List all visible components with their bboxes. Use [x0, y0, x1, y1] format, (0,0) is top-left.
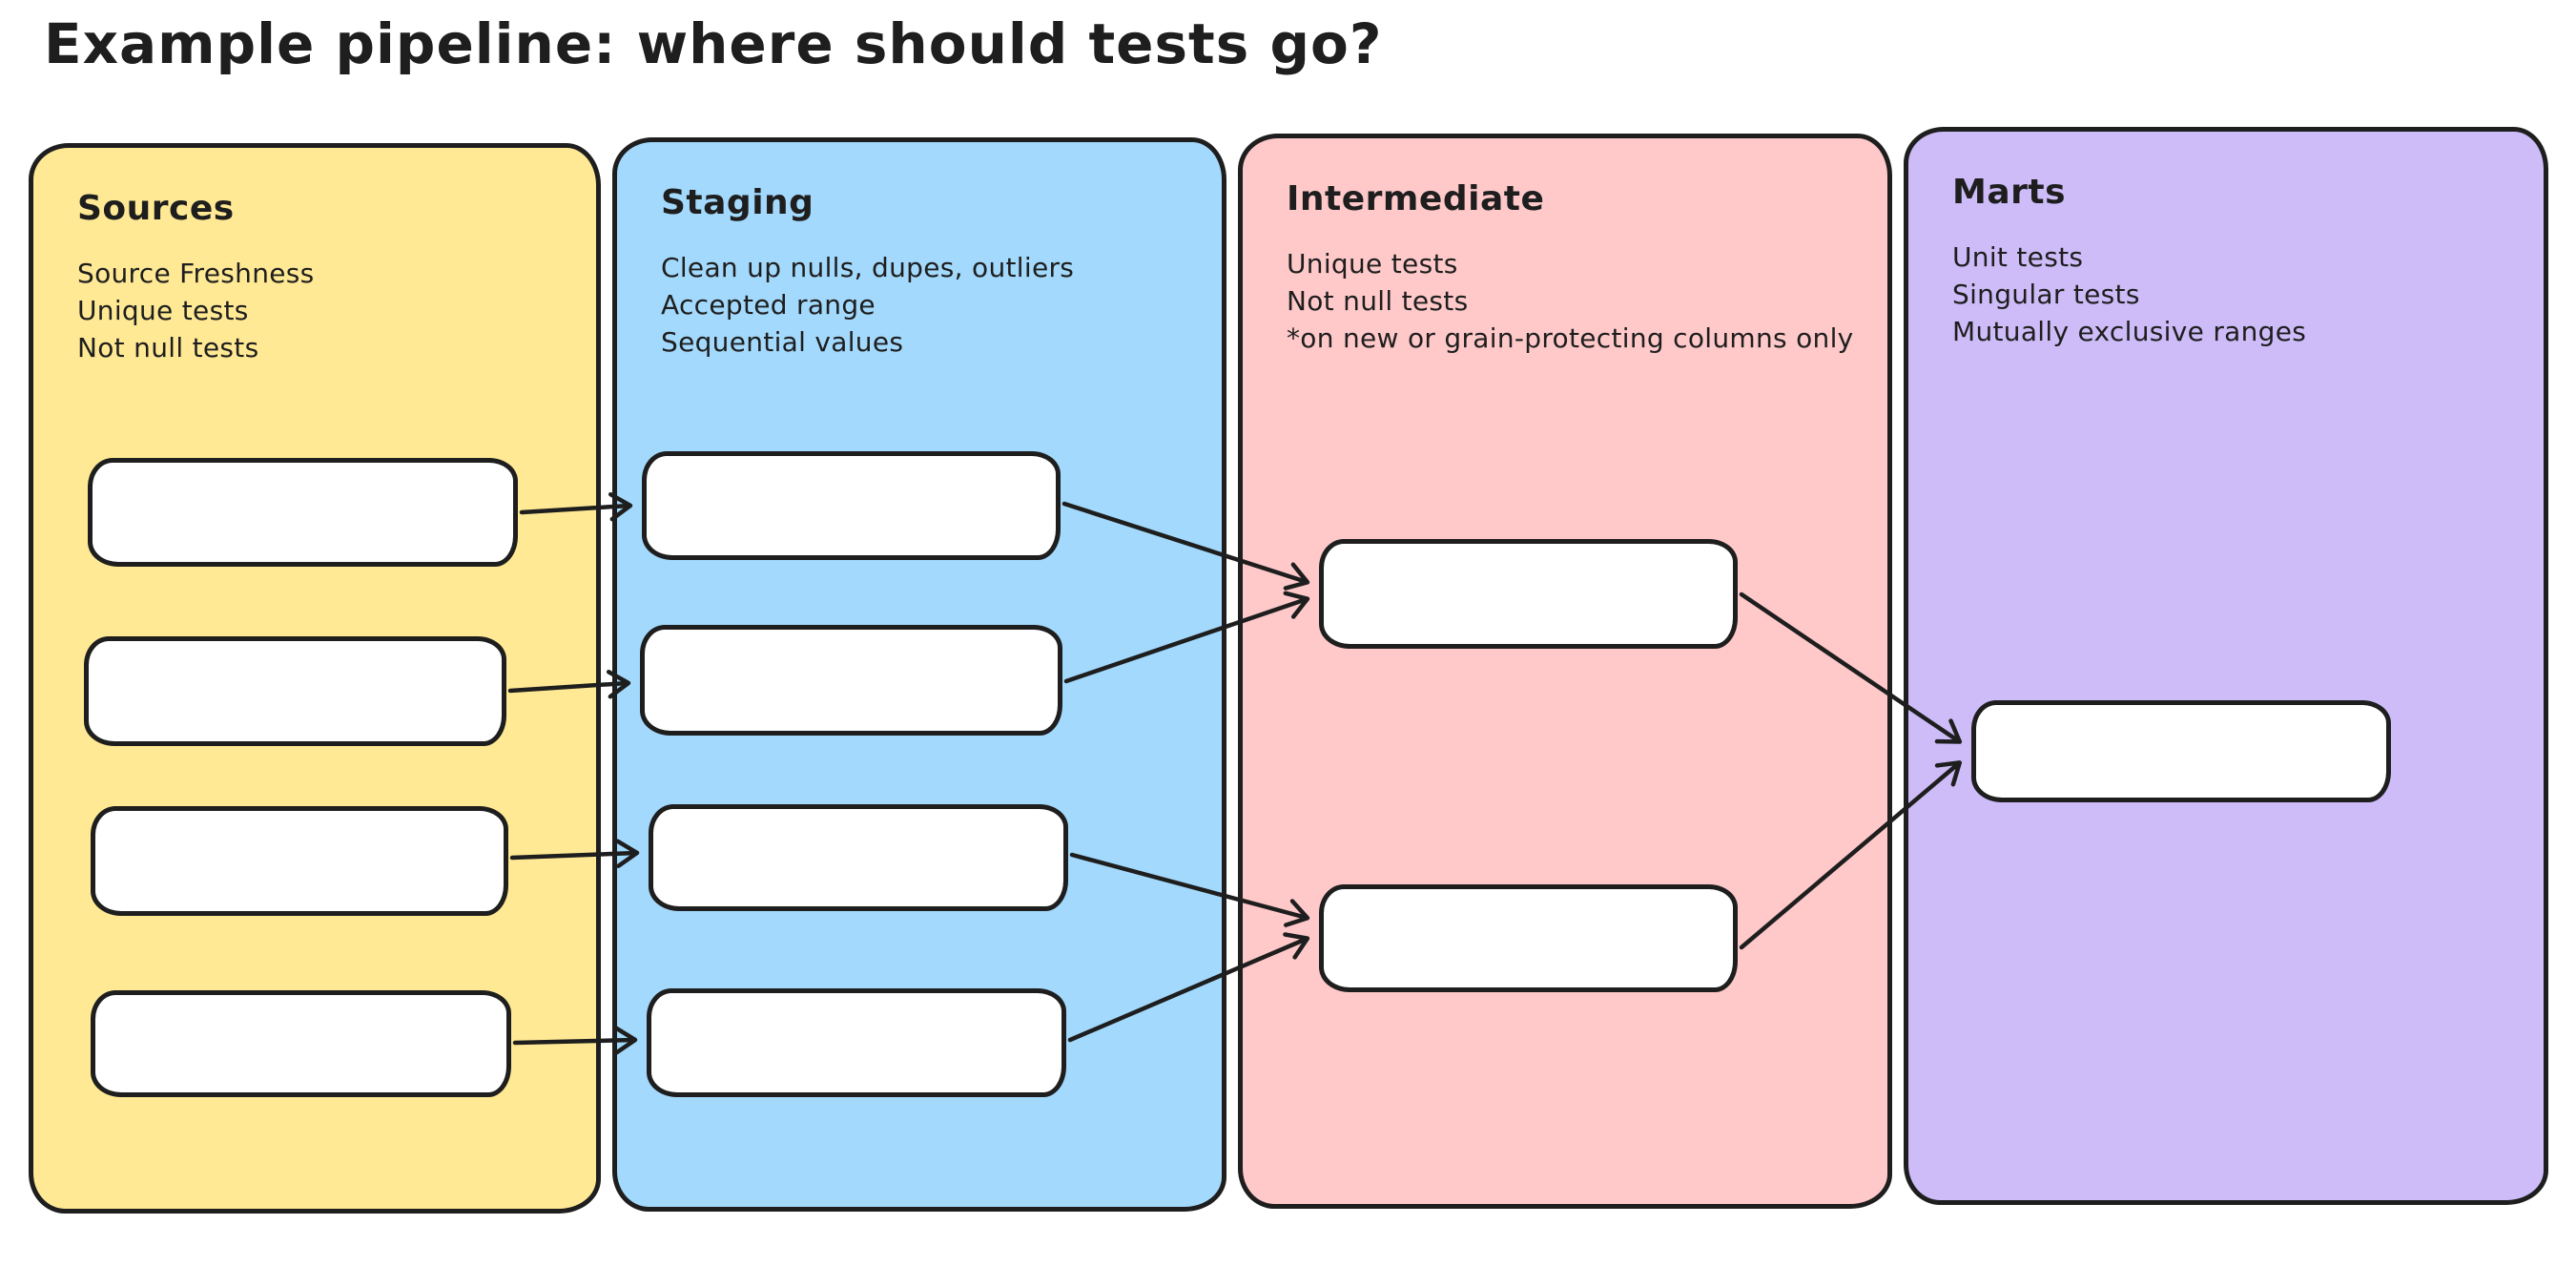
- pipeline-node-mart-1: [1971, 700, 2391, 802]
- column-staging-title: Staging: [661, 183, 814, 222]
- note-line: Source Freshness: [77, 258, 315, 289]
- note-line: Unit tests: [1952, 241, 2084, 273]
- note-line: Not null tests: [1287, 285, 1469, 317]
- pipeline-node-int-2: [1319, 884, 1738, 992]
- column-staging-notes: Clean up nulls, dupes, outliers Accepted…: [661, 249, 1180, 361]
- column-sources-title: Sources: [77, 189, 235, 228]
- pipeline-node-stg-2: [640, 625, 1062, 736]
- diagram-title: Example pipeline: where should tests go?: [44, 11, 1383, 76]
- note-line: Accepted range: [661, 289, 876, 321]
- column-intermediate-notes: Unique tests Not null tests *on new or g…: [1287, 245, 1854, 357]
- column-marts-title: Marts: [1952, 173, 2067, 212]
- pipeline-node-stg-4: [647, 988, 1066, 1097]
- pipeline-node-src-3: [91, 806, 508, 916]
- pipeline-node-src-4: [91, 990, 511, 1097]
- column-marts: Marts Unit tests Singular tests Mutually…: [1904, 127, 2548, 1205]
- note-line: *on new or grain-protecting columns only: [1287, 322, 1854, 354]
- column-intermediate: Intermediate Unique tests Not null tests…: [1238, 134, 1892, 1209]
- note-line: Singular tests: [1952, 279, 2140, 310]
- note-line: Unique tests: [1287, 248, 1458, 280]
- pipeline-node-stg-1: [642, 451, 1061, 560]
- pipeline-node-src-2: [84, 636, 506, 746]
- column-sources-notes: Source Freshness Unique tests Not null t…: [77, 255, 554, 366]
- note-line: Not null tests: [77, 332, 259, 363]
- note-line: Unique tests: [77, 295, 249, 326]
- column-marts-notes: Unit tests Singular tests Mutually exclu…: [1952, 239, 2502, 350]
- pipeline-node-stg-3: [649, 804, 1068, 911]
- pipeline-node-int-1: [1319, 539, 1738, 649]
- note-line: Clean up nulls, dupes, outliers: [661, 252, 1075, 283]
- note-line: Mutually exclusive ranges: [1952, 316, 2307, 347]
- pipeline-node-src-1: [88, 458, 518, 567]
- note-line: Sequential values: [661, 326, 904, 358]
- column-intermediate-title: Intermediate: [1287, 179, 1545, 218]
